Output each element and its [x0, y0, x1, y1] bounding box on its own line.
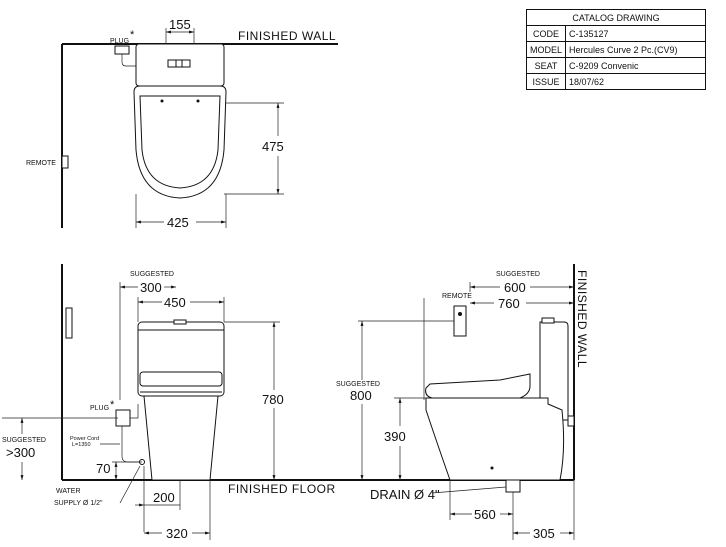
plug-icon: [114, 45, 130, 55]
side-connector: [567, 415, 575, 427]
bowl-front: [143, 395, 219, 481]
plug-icon-front: [115, 409, 131, 427]
dim-560-label: 560: [474, 507, 496, 522]
dim-300-label: 300: [140, 280, 162, 295]
flush-button-front: [173, 319, 187, 325]
plug-cord: [121, 54, 138, 67]
suggested-label-front: SUGGESTED: [130, 271, 174, 278]
plug-cord-front: [130, 404, 139, 419]
seat-front: [139, 371, 223, 387]
left-suggested-label: SUGGESTED: [2, 437, 46, 444]
catalog-header: CATALOG DRAWING: [525, 9, 707, 26]
dim-320-label: 320: [166, 526, 188, 541]
remote-icon-front: [65, 307, 73, 339]
finished-floor-label: FINISHED FLOOR: [228, 482, 336, 496]
dim-155-label: 155: [169, 17, 191, 32]
model-value: Hercules Curve 2 Pc.(CV9): [565, 41, 707, 58]
dim-600-label: 600: [504, 280, 526, 295]
suggested-label-800: SUGGESTED: [336, 381, 380, 388]
dim-475-label: 475: [262, 139, 284, 154]
table-row: CODE C-135127: [525, 25, 707, 42]
dim-305-label: 305: [533, 526, 555, 541]
flush-button-side: [541, 317, 555, 324]
model-key: MODEL: [525, 41, 567, 58]
dim-200-label: 200: [153, 490, 175, 505]
water-pipe: [121, 426, 140, 463]
top-view: FINISHED WALL PLUG * 155 475 425: [26, 17, 338, 230]
dim-390-label: 390: [384, 429, 406, 444]
seat-value: C-9209 Convenic: [565, 57, 707, 74]
side-view: FINISHED WALL SUGGESTED 600 760 REMOTE S…: [336, 264, 589, 541]
side-finished-wall-label: FINISHED WALL: [575, 270, 589, 368]
catalog-table: CATALOG DRAWING CODE C-135127 MODEL Herc…: [525, 9, 707, 90]
water-supply-label: SUPPLY Ø 1/2": [54, 500, 103, 507]
finished-wall-label: FINISHED WALL: [238, 29, 336, 43]
power-cord-label: Power Cord: [70, 436, 99, 442]
bowl-side: [425, 397, 565, 481]
table-row: SEAT C-9209 Convenic: [525, 57, 707, 74]
drain-label: DRAIN Ø 4": [370, 487, 440, 502]
flush-button-icon: [167, 59, 191, 68]
dim-780-label: 780: [262, 392, 284, 407]
seat-top: [139, 95, 221, 189]
front-view: FINISHED FLOOR SUGGESTED 300 450 780 PLU…: [2, 264, 574, 541]
tank-side: [539, 321, 569, 421]
issue-key: ISSUE: [525, 73, 567, 90]
dim-left-300-label: >300: [6, 445, 35, 460]
code-value: C-135127: [565, 25, 707, 42]
dim-425-label: 425: [167, 215, 189, 230]
power-cord-length: L=1350: [72, 442, 91, 448]
remote-icon-side: [453, 305, 467, 337]
plug-label: PLUG: [110, 38, 129, 45]
issue-value: 18/07/62: [565, 73, 707, 90]
dim-800-label: 800: [350, 388, 372, 403]
dim-70-label: 70: [96, 461, 110, 476]
dim-760-label: 760: [498, 296, 520, 311]
water-label: WATER: [56, 488, 81, 495]
plug-asterisk-front: *: [110, 399, 115, 411]
suggested-label-side: SUGGESTED: [496, 271, 540, 278]
drain-icon: [505, 479, 521, 493]
plug-asterisk: *: [130, 29, 135, 41]
remote-label-side: REMOTE: [442, 293, 472, 300]
bowl-top: [133, 85, 227, 199]
dim-450-label: 450: [164, 295, 186, 310]
table-row: ISSUE 18/07/62: [525, 73, 707, 90]
seat-side: [425, 373, 531, 399]
table-row: MODEL Hercules Curve 2 Pc.(CV9): [525, 41, 707, 58]
plug-label-front: PLUG: [90, 405, 109, 412]
seat-key: SEAT: [525, 57, 567, 74]
remote-icon-top: [61, 155, 69, 169]
remote-label-top: REMOTE: [26, 160, 56, 167]
code-key: CODE: [525, 25, 567, 42]
